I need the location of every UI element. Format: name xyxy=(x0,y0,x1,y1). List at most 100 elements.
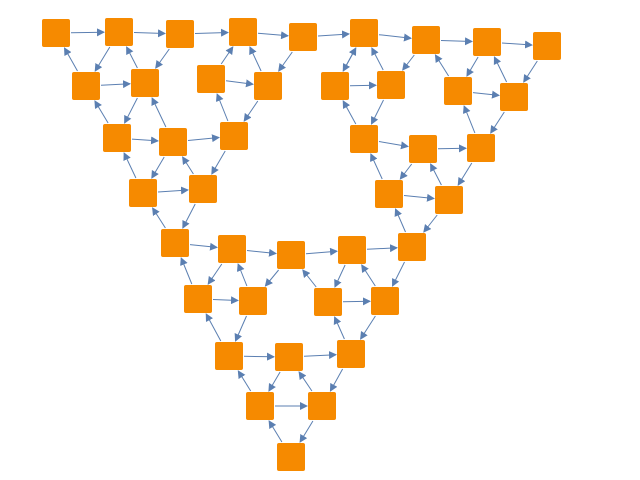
edge-arrow xyxy=(157,186,189,195)
graph-node xyxy=(321,72,349,100)
graph-node xyxy=(277,241,305,269)
nodes-layer xyxy=(42,18,561,471)
edge-arrow xyxy=(236,263,248,287)
edge-arrow xyxy=(371,47,384,71)
edge-arrow xyxy=(403,193,435,202)
graph-node xyxy=(220,122,248,150)
edge-arrow xyxy=(523,60,538,83)
graph-node xyxy=(533,32,561,60)
graph-node xyxy=(197,65,225,93)
edge-arrow xyxy=(194,28,229,37)
edge-arrow xyxy=(299,420,314,443)
edge-arrow xyxy=(399,163,413,180)
edge-arrow xyxy=(257,31,289,40)
edge-arrow xyxy=(205,313,222,342)
graph-node xyxy=(218,235,246,263)
edge-arrow xyxy=(342,100,357,125)
edge-arrow xyxy=(243,352,275,361)
edge-arrow xyxy=(493,56,508,83)
edge-arrow xyxy=(334,264,346,288)
graph-node xyxy=(350,125,378,153)
graph-node xyxy=(246,392,274,420)
graph-node xyxy=(412,26,440,54)
edge-arrow xyxy=(70,28,105,37)
edge-arrow xyxy=(180,257,193,285)
graph-node xyxy=(398,233,426,261)
edge-arrow xyxy=(133,29,166,38)
graph-node xyxy=(184,285,212,313)
edge-arrow xyxy=(234,315,247,342)
graph-node xyxy=(42,19,70,47)
edge-arrow xyxy=(212,296,239,305)
edge-arrow xyxy=(187,134,220,143)
edge-arrow xyxy=(243,100,259,122)
edge-arrow xyxy=(378,141,409,150)
graph-node xyxy=(159,128,187,156)
edge-arrow xyxy=(305,247,338,256)
edge-arrow xyxy=(430,163,442,186)
graph-node xyxy=(277,443,305,471)
edge-arrow xyxy=(402,54,415,71)
graph-node xyxy=(239,287,267,315)
edge-arrow xyxy=(225,79,254,88)
edge-arrow xyxy=(94,100,109,124)
edge-arrow xyxy=(152,207,166,229)
graph-node xyxy=(215,342,243,370)
edge-arrow xyxy=(278,51,293,72)
edge-arrow xyxy=(303,351,337,360)
edge-arrow xyxy=(366,244,398,253)
graph-node xyxy=(500,83,528,111)
edge-arrow xyxy=(298,371,313,392)
graph-node xyxy=(254,72,282,100)
edge-arrow xyxy=(123,152,137,179)
graph-node xyxy=(371,287,399,315)
edge-arrow xyxy=(392,261,405,287)
edge-arrow xyxy=(329,368,344,392)
graph-node xyxy=(229,18,257,46)
edges-layer xyxy=(64,28,538,443)
edge-arrow xyxy=(457,162,473,186)
edge-arrow xyxy=(189,242,218,251)
graph-node xyxy=(314,288,342,316)
graph-node xyxy=(103,124,131,152)
edge-arrow xyxy=(472,90,500,99)
graph-node xyxy=(105,18,133,46)
graph-node xyxy=(473,28,501,56)
graph-node xyxy=(308,392,336,420)
edge-arrow xyxy=(466,56,479,77)
graph-node xyxy=(161,229,189,257)
graph-node xyxy=(275,343,303,371)
edge-arrow xyxy=(151,156,165,179)
edge-arrow xyxy=(155,48,170,69)
graph-node xyxy=(131,69,159,97)
graph-node xyxy=(377,71,405,99)
edge-arrow xyxy=(360,315,376,340)
edge-arrow xyxy=(249,46,262,72)
graph-node xyxy=(189,175,217,203)
edge-arrow xyxy=(440,37,473,46)
edge-arrow xyxy=(371,99,384,125)
edge-arrow xyxy=(394,208,406,233)
edge-arrow xyxy=(64,47,78,72)
edge-arrow xyxy=(126,46,138,69)
edge-arrow xyxy=(264,269,279,287)
graph-node xyxy=(467,134,495,162)
edge-arrow xyxy=(268,371,281,392)
edge-arrow xyxy=(342,47,357,72)
graph-node xyxy=(350,19,378,47)
edge-arrow xyxy=(182,156,194,175)
edge-arrow xyxy=(182,203,196,229)
edge-arrow xyxy=(94,46,111,72)
graph-node xyxy=(72,72,100,100)
edge-arrow xyxy=(370,153,383,180)
edge-arrow xyxy=(434,54,450,77)
edge-arrow xyxy=(462,105,476,134)
edge-arrow xyxy=(423,214,438,233)
edge-arrow xyxy=(378,33,412,42)
edge-arrow xyxy=(151,97,167,128)
edge-arrow xyxy=(100,80,131,89)
edge-arrow xyxy=(211,150,226,175)
edge-arrow xyxy=(220,46,234,65)
graph-node xyxy=(129,179,157,207)
edge-arrow xyxy=(246,248,277,257)
